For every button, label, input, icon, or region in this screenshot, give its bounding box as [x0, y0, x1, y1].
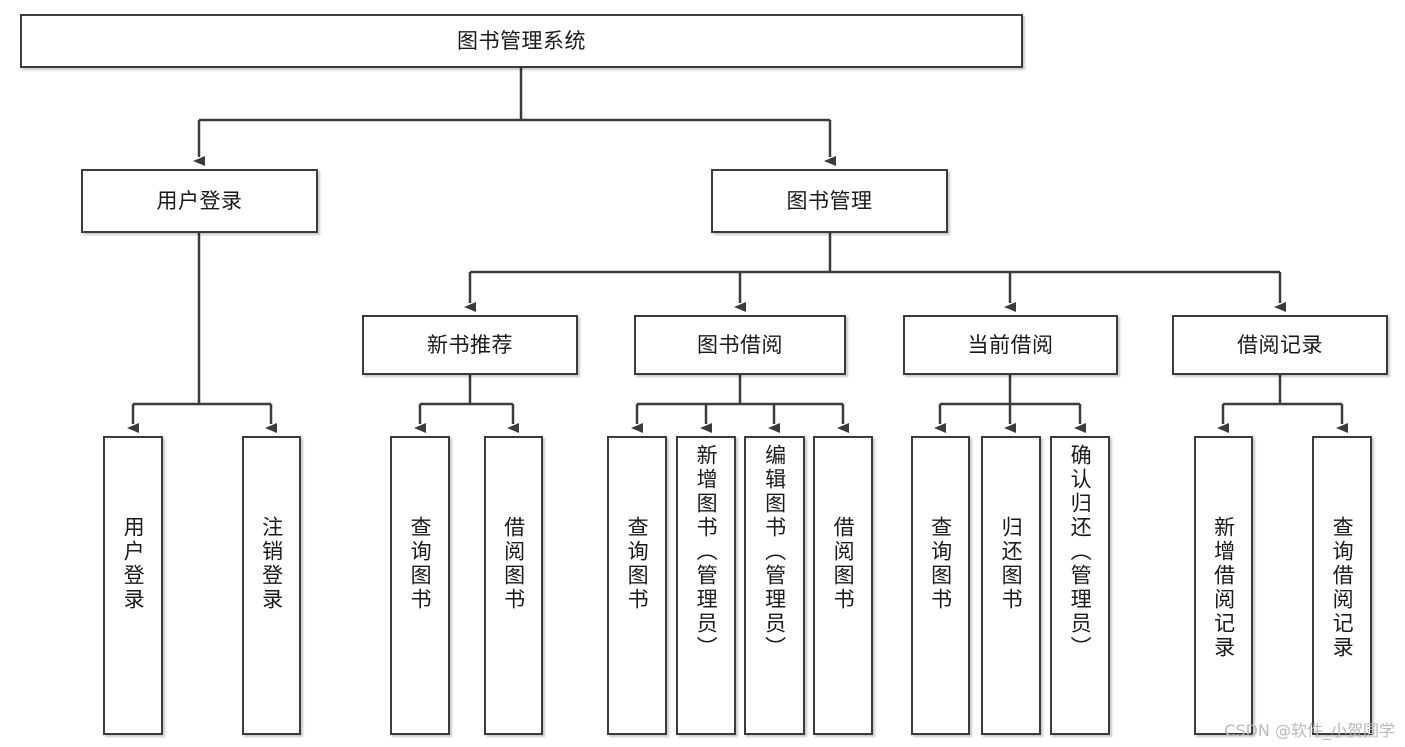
node-current-borrow-label: 当前借阅: [967, 332, 1054, 357]
node-leaf-user-logout-label: 注销登录: [259, 516, 284, 612]
node-user-login[interactable]: 用户登录: [81, 169, 318, 233]
node-leaf-add-record-label: 新增借阅记录: [1211, 516, 1236, 660]
node-leaf-confirm-return-label: 确认归还（管理员）: [1068, 444, 1093, 660]
node-current-borrow[interactable]: 当前借阅: [903, 315, 1118, 375]
node-new-book-recommend-label: 新书推荐: [427, 332, 513, 357]
node-leaf-query-book-2-label: 查询图书: [625, 516, 650, 612]
node-book-borrow[interactable]: 图书借阅: [634, 315, 846, 375]
node-leaf-borrow-book-1[interactable]: 借阅图书: [484, 436, 543, 735]
node-root-label: 图书管理系统: [457, 28, 586, 53]
node-leaf-query-book-3-label: 查询图书: [928, 516, 953, 612]
node-leaf-edit-book[interactable]: 编辑图书（管理员）: [744, 436, 805, 735]
node-leaf-query-record[interactable]: 查询借阅记录: [1312, 436, 1372, 735]
node-leaf-query-book-1[interactable]: 查询图书: [390, 436, 450, 735]
node-user-login-label: 用户登录: [156, 188, 243, 213]
node-borrow-record[interactable]: 借阅记录: [1172, 315, 1388, 375]
node-leaf-return-book-label: 归还图书: [999, 516, 1024, 612]
node-book-borrow-label: 图书借阅: [697, 332, 783, 357]
node-root[interactable]: 图书管理系统: [20, 14, 1023, 68]
node-new-book-recommend[interactable]: 新书推荐: [362, 315, 578, 375]
node-book-manage[interactable]: 图书管理: [711, 169, 948, 233]
node-leaf-query-record-label: 查询借阅记录: [1330, 516, 1355, 660]
node-leaf-query-book-2[interactable]: 查询图书: [607, 436, 667, 735]
node-leaf-query-book-3[interactable]: 查询图书: [911, 436, 970, 735]
node-leaf-add-book-label: 新增图书（管理员）: [694, 444, 719, 660]
node-leaf-borrow-book-1-label: 借阅图书: [501, 516, 526, 612]
csdn-watermark: CSDN @软件_小贺同学: [1224, 721, 1395, 740]
node-leaf-user-logout[interactable]: 注销登录: [242, 436, 301, 735]
node-leaf-add-book[interactable]: 新增图书（管理员）: [676, 436, 736, 735]
node-leaf-edit-book-label: 编辑图书（管理员）: [762, 444, 787, 660]
node-borrow-record-label: 借阅记录: [1237, 332, 1323, 357]
node-leaf-add-record[interactable]: 新增借阅记录: [1194, 436, 1253, 735]
node-leaf-user-login[interactable]: 用户登录: [103, 436, 163, 735]
node-leaf-user-login-label: 用户登录: [121, 516, 146, 612]
node-book-manage-label: 图书管理: [786, 188, 873, 213]
node-leaf-confirm-return[interactable]: 确认归还（管理员）: [1050, 436, 1110, 735]
node-leaf-query-book-1-label: 查询图书: [408, 516, 433, 612]
node-leaf-return-book[interactable]: 归还图书: [981, 436, 1041, 735]
node-leaf-borrow-book-2[interactable]: 借阅图书: [813, 436, 873, 735]
node-leaf-borrow-book-2-label: 借阅图书: [831, 516, 856, 612]
